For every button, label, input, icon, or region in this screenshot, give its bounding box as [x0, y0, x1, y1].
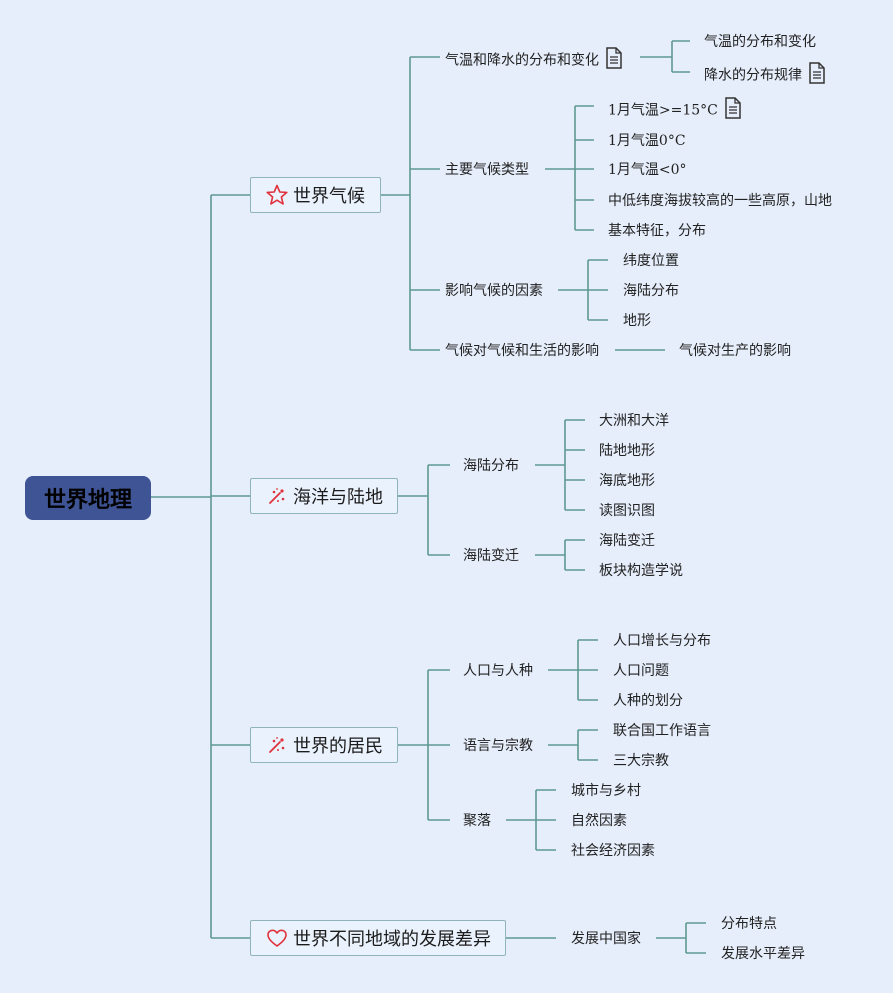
leaf-seabed-terrain[interactable]: 海底地形: [599, 473, 655, 489]
leaf-land-terrain[interactable]: 陆地地形: [599, 443, 655, 459]
leaf-jan-temp-15[interactable]: 1月气温>=15°C: [608, 97, 742, 124]
topic-temp-precip[interactable]: 气温和降水的分布和变化: [445, 47, 623, 74]
leaf-plate-tectonics[interactable]: 板块构造学说: [599, 563, 683, 579]
leaf-land-sea-change[interactable]: 海陆变迁: [599, 533, 655, 549]
leaf-city-village[interactable]: 城市与乡村: [571, 783, 641, 799]
topic-climate-impact[interactable]: 气候对气候和生活的影响: [445, 343, 599, 359]
leaf-map-reading[interactable]: 读图识图: [599, 503, 655, 519]
branch-ocean-land[interactable]: 海洋与陆地: [250, 478, 398, 514]
leaf-continents-oceans[interactable]: 大洲和大洋: [599, 413, 669, 429]
leaf-production-impact[interactable]: 气候对生产的影响: [679, 343, 791, 359]
leaf-temp-distribution[interactable]: 气温的分布和变化: [704, 34, 816, 50]
leaf-development-gap[interactable]: 发展水平差异: [721, 946, 805, 962]
leaf-race-division[interactable]: 人种的划分: [613, 693, 683, 709]
branch-residents[interactable]: 世界的居民: [250, 727, 398, 763]
leaf-natural-factors[interactable]: 自然因素: [571, 813, 627, 829]
heart-icon: [265, 926, 289, 950]
leaf-precip-pattern[interactable]: 降水的分布规律: [704, 62, 826, 89]
leaf-socioeconomic-factors[interactable]: 社会经济因素: [571, 843, 655, 859]
branch-development[interactable]: 世界不同地域的发展差异: [250, 920, 506, 956]
topic-developing-countries[interactable]: 发展中国家: [571, 931, 641, 947]
leaf-features-distribution[interactable]: 基本特征，分布: [608, 223, 706, 239]
leaf-three-religions[interactable]: 三大宗教: [613, 753, 669, 769]
leaf-un-languages[interactable]: 联合国工作语言: [613, 723, 711, 739]
star-icon: [265, 183, 289, 207]
topic-climate-factors[interactable]: 影响气候的因素: [445, 283, 543, 299]
topic-language-religion[interactable]: 语言与宗教: [463, 738, 533, 754]
sparkle-icon: [265, 484, 289, 508]
topic-climate-types[interactable]: 主要气候类型: [445, 162, 529, 178]
topic-settlements[interactable]: 聚落: [463, 813, 491, 829]
leaf-land-sea[interactable]: 海陆分布: [623, 283, 679, 299]
leaf-jan-temp-0[interactable]: 1月气温0°C: [608, 133, 686, 149]
leaf-highlands[interactable]: 中低纬度海拔较高的一些高原，山地: [608, 193, 832, 209]
leaf-jan-temp-below-0[interactable]: 1月气温<0°: [608, 162, 687, 178]
topic-land-sea-change[interactable]: 海陆变迁: [463, 548, 519, 564]
leaf-population-issues[interactable]: 人口问题: [613, 663, 669, 679]
sparkle-icon: [265, 733, 289, 757]
branch-climate[interactable]: 世界气候: [250, 177, 381, 213]
note-icon[interactable]: [808, 62, 826, 89]
topic-land-sea-distribution[interactable]: 海陆分布: [463, 458, 519, 474]
leaf-latitude[interactable]: 纬度位置: [623, 253, 679, 269]
leaf-terrain[interactable]: 地形: [623, 313, 651, 329]
root-topic[interactable]: 世界地理: [25, 476, 151, 520]
leaf-distribution-features[interactable]: 分布特点: [721, 916, 777, 932]
note-icon[interactable]: [724, 97, 742, 124]
note-icon[interactable]: [605, 47, 623, 74]
topic-population-race[interactable]: 人口与人种: [463, 663, 533, 679]
leaf-population-growth[interactable]: 人口增长与分布: [613, 633, 711, 649]
